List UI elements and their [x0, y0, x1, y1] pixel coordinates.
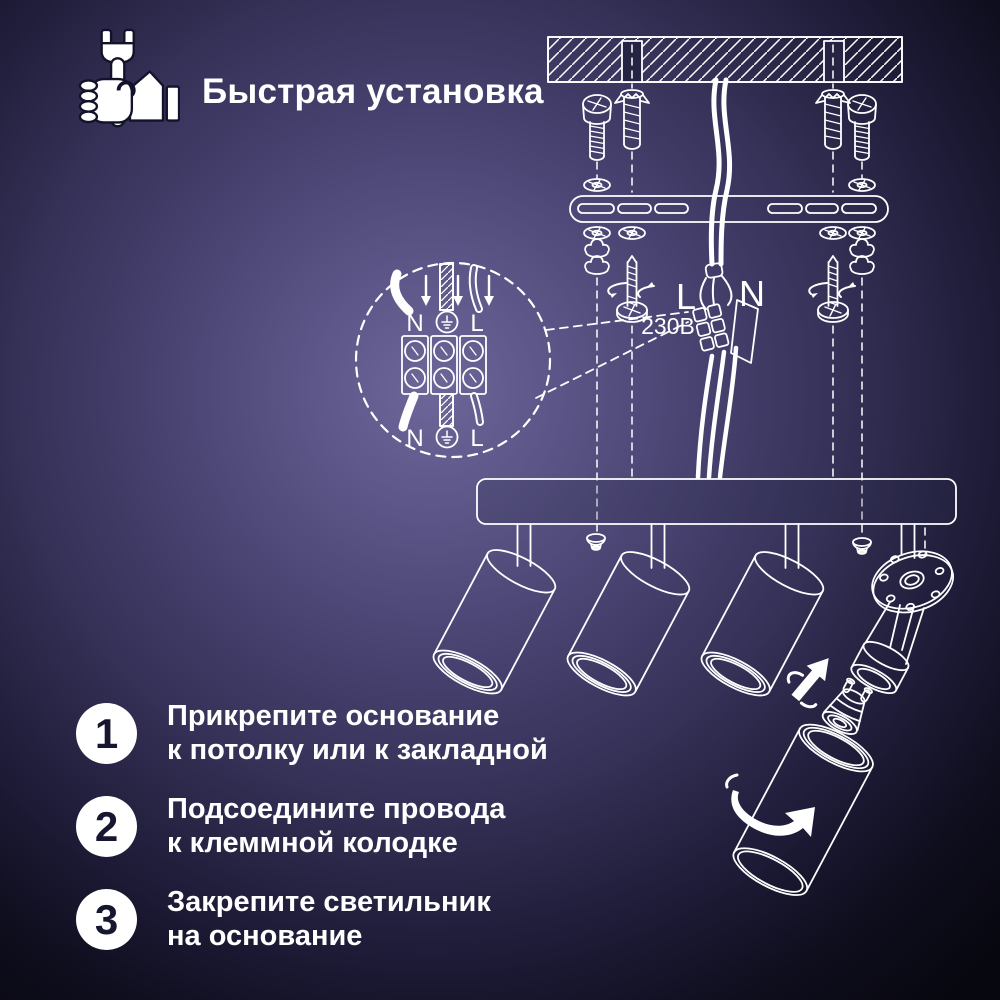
step-number-badge: 2	[76, 796, 137, 858]
inset-terminal-strip	[401, 335, 487, 395]
inset-detail: N L N	[354, 261, 689, 459]
header: Быстрая установка	[62, 26, 544, 134]
bar-shape	[165, 85, 180, 122]
inset-label-l-top: L	[470, 310, 483, 337]
earth-symbol-bottom	[435, 425, 459, 449]
lamp-shade	[732, 723, 874, 896]
step-line: к клеммной колодке	[167, 826, 458, 859]
step-number-badge: 3	[76, 889, 137, 951]
terminal-block	[692, 262, 759, 480]
assembly-arrow	[786, 658, 829, 709]
spotlight-2	[560, 543, 696, 705]
label-live: L	[676, 276, 696, 317]
step-text: Закрепите светильник на основание	[167, 886, 491, 954]
washer	[848, 178, 876, 192]
rotation-arrow	[725, 773, 815, 837]
house-shape	[128, 70, 165, 122]
decorative-screw	[586, 533, 606, 551]
step-line: Прикрепите основание	[167, 700, 500, 732]
inset-label-n-bottom: N	[406, 425, 423, 452]
steps-list: 1 Прикрепите основание к потолку или к з…	[76, 700, 548, 954]
step-text: Прикрепите основание к потолку или к зак…	[167, 700, 548, 768]
ceiling-screw-right	[847, 94, 877, 161]
wiring-labels: L N 230В	[641, 273, 765, 339]
inset-wire-earth-top	[439, 263, 454, 311]
wall-plug-left	[614, 89, 650, 150]
step-number: 1	[94, 709, 119, 757]
mounting-bar	[569, 195, 889, 223]
lamp-bracket	[865, 601, 925, 665]
fixture-base-plate	[476, 478, 957, 525]
earth-symbol-top	[435, 310, 459, 334]
inset-wire-n-top	[390, 269, 414, 316]
step-line: к потолку или к закладной	[167, 733, 548, 766]
step-number: 2	[94, 802, 119, 850]
page-title: Быстрая установка	[202, 72, 544, 111]
centerlines	[596, 44, 926, 557]
washer	[583, 178, 611, 192]
step-item-3: 3 Закрепите светильник на основание	[76, 886, 548, 954]
mounting-plate	[871, 550, 955, 614]
label-neutral: N	[739, 273, 765, 314]
inset-wire-n-bottom	[398, 391, 419, 432]
inset-label-n-top: N	[406, 310, 423, 337]
lamp-socket-cup	[850, 640, 910, 695]
decorative-screw	[852, 537, 872, 555]
wall-plug-right	[815, 89, 851, 150]
inset-label-l-bottom: L	[470, 425, 483, 452]
inset-wire-earth-bottom	[439, 393, 454, 427]
step-item-2: 2 Подсоедините провода к клеммной колодк…	[76, 793, 548, 861]
step-number: 3	[94, 895, 119, 943]
step-line: Закрепите светильник	[167, 885, 491, 918]
mains-wires	[708, 77, 733, 267]
step-number-badge: 1	[76, 703, 137, 765]
step-item-1: 1 Прикрепите основание к потолку или к з…	[76, 700, 548, 768]
fastener-stacks	[583, 226, 876, 323]
ceiling	[547, 36, 903, 83]
gu10-bulb	[821, 677, 873, 735]
step-line: Подсоедините провода	[167, 792, 506, 825]
inset-leader-lines	[535, 311, 689, 399]
step-text: Подсоедините провода к клеммной колодке	[167, 793, 505, 861]
fixture-stems	[516, 523, 916, 569]
spotlight-1	[426, 541, 562, 703]
insert-arrows	[421, 274, 494, 306]
step-line: на основание	[167, 919, 363, 952]
ceiling-screw-left	[582, 94, 612, 161]
wrench-hand-house-icon	[78, 28, 180, 128]
